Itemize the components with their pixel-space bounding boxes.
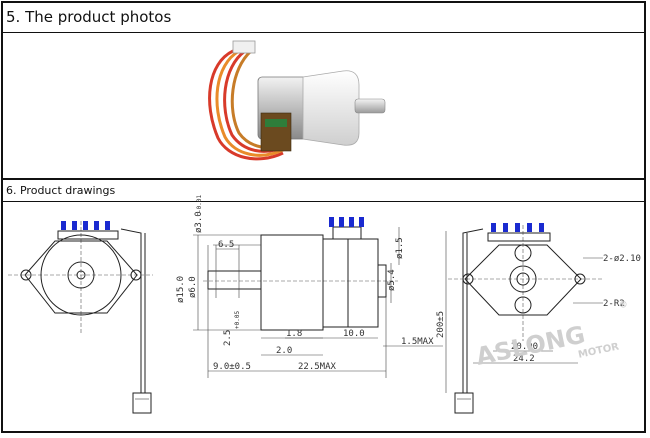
dim-hole-spacing: 20.00: [511, 342, 538, 352]
spec-sheet-frame: 5. The product photos: [1, 1, 646, 433]
product-photo: [3, 33, 644, 180]
dim-lead-length: 200±5: [436, 311, 446, 338]
dim-2-5-tolerance: +0.05: [234, 311, 241, 329]
dim-22-5max: 22.5MAX: [298, 362, 337, 372]
dim-flange-width: 24.2: [513, 354, 535, 364]
dim-boss-diameter: ø6.0: [188, 276, 198, 298]
dim-hole-diameter: 2-ø2.10: [603, 254, 641, 264]
rear-view-right: 2-ø2.10 2-R2 200±5 20.00 24.2 ASLONG MOT…: [436, 223, 641, 414]
dim-1-8: 1.8: [286, 329, 302, 339]
dim-pin-diameter: ø1.5: [395, 237, 405, 259]
motor-photo-illustration: [208, 40, 386, 161]
front-view-left: [8, 221, 153, 414]
dim-body-diameter: ø15.0: [176, 276, 186, 303]
dim-9-0: 9.0±0.5: [213, 362, 251, 372]
dim-6-5: 6.5: [218, 240, 234, 250]
side-view-middle: ø3.0 -0.01 6.5 ø15.0 ø6.0 2.5 +0.05 1.8 …: [176, 195, 443, 378]
product-photos-heading: 5. The product photos: [3, 3, 644, 33]
dim-corner-radius: 2-R2: [603, 299, 625, 309]
dim-2-5: 2.5: [223, 330, 233, 346]
technical-drawing: ø3.0 -0.01 6.5 ø15.0 ø6.0 2.5 +0.05 1.8 …: [3, 195, 644, 431]
dim-2-0: 2.0: [276, 346, 292, 356]
dim-shaft-tolerance: -0.01: [196, 195, 203, 213]
watermark-mark: ®: [618, 300, 629, 312]
drawing-svg: ø3.0 -0.01 6.5 ø15.0 ø6.0 2.5 +0.05 1.8 …: [8, 195, 641, 414]
dim-1-5max: 1.5MAX: [401, 337, 434, 347]
dim-hub-diameter: ø5.4: [387, 269, 397, 291]
dim-shaft-diameter: ø3.0: [194, 211, 204, 233]
dim-10-0: 10.0: [343, 329, 365, 339]
product-drawings-heading: 6. Product drawings: [3, 180, 644, 202]
